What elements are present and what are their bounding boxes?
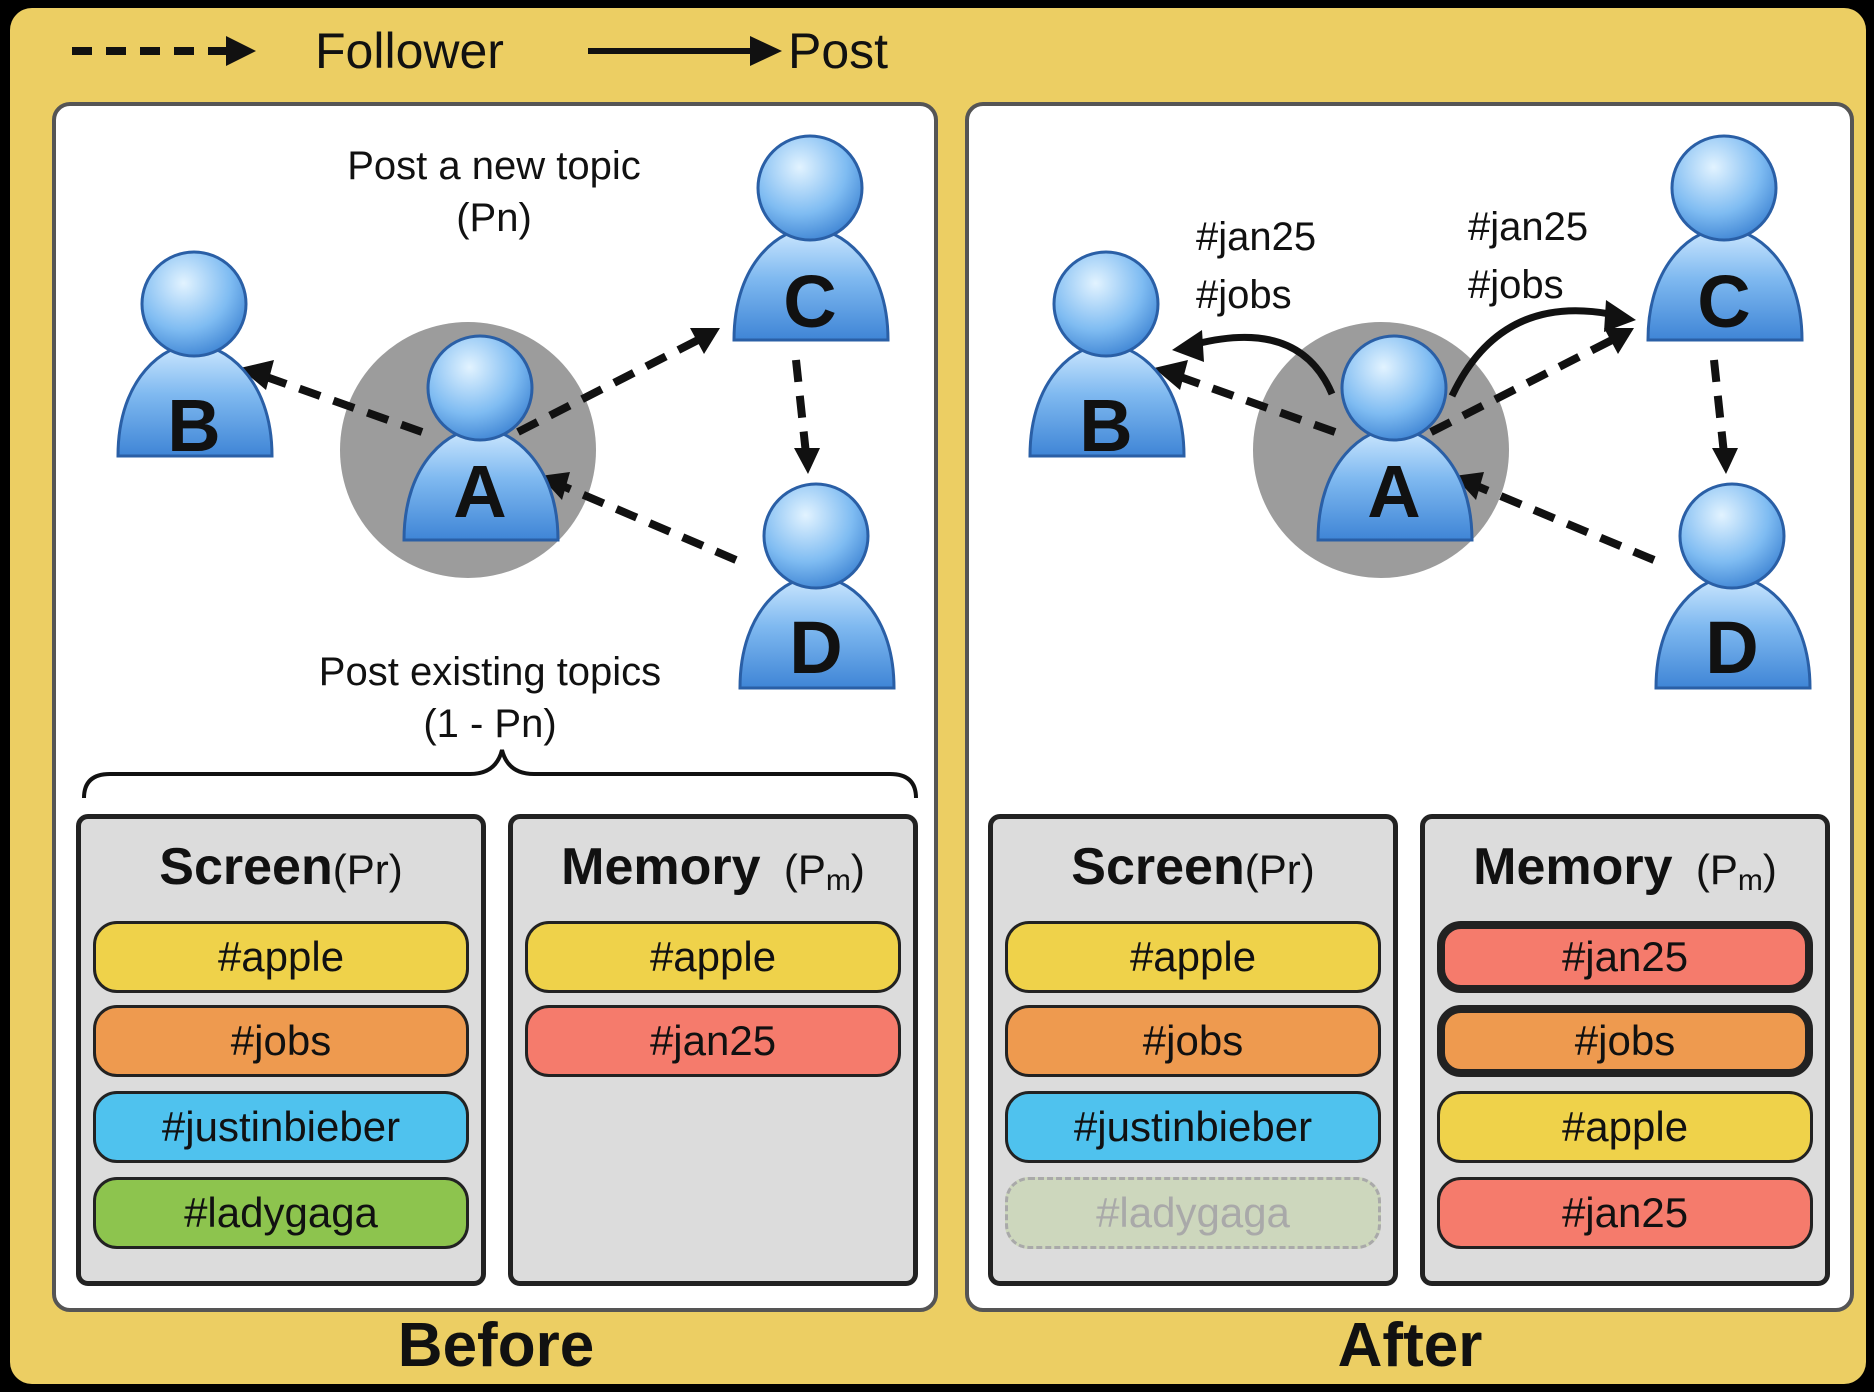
after-memory-box: Memory (Pm) #jan25 #jobs #apple #jan25 — [1420, 814, 1830, 1286]
before-arrowhead-b — [240, 360, 274, 390]
legend-arrows — [72, 36, 782, 66]
before-memory-title: Memory (Pm) — [561, 838, 865, 897]
after-follower-arrow-d-a — [1470, 480, 1656, 564]
after-caption: After — [1337, 1311, 1483, 1380]
post-to-b-tag1: #jan25 — [1196, 215, 1317, 259]
post-to-b-tag2: #jobs — [1196, 273, 1292, 317]
before-arrowhead-c — [690, 328, 720, 354]
post-legend-label: Post — [788, 23, 889, 79]
before-person-c-icon — [732, 134, 890, 342]
after-person-b-icon — [1028, 250, 1186, 458]
follower-legend-label: Follower — [315, 23, 504, 79]
after-person-a-icon — [1316, 334, 1474, 542]
after-follower-arrow-a-b — [1170, 370, 1337, 436]
before-arrowhead-d — [794, 448, 820, 474]
after-screen-tag-ladygaga-evicted: #ladygaga — [1005, 1177, 1381, 1249]
after-person-c-icon — [1646, 134, 1804, 342]
new-topic-line1: Post a new topic — [347, 144, 641, 188]
after-arrowhead-c — [1604, 328, 1634, 354]
before-node-a-label: A — [453, 450, 507, 533]
after-person-d-icon — [1654, 482, 1812, 690]
existing-topics-line2: (1 - Pn) — [423, 702, 557, 746]
after-post-arrowhead-c — [1604, 300, 1636, 332]
network-graphs — [82, 134, 1812, 799]
before-person-b-icon — [116, 250, 274, 458]
follower-legend-arrowhead — [226, 36, 256, 66]
before-follower-arrow-d-a — [556, 480, 738, 564]
before-memory-tag-jan25: #jan25 — [525, 1005, 901, 1077]
after-screen-tag-apple: #apple — [1005, 921, 1381, 993]
diagram-frame: Follower Post — [10, 8, 1866, 1384]
post-to-c-tags: #jan25 #jobs — [1468, 198, 1588, 314]
post-to-c-tag1: #jan25 — [1468, 205, 1589, 249]
after-arrowhead-b — [1154, 360, 1188, 390]
before-memory-tag-apple: #apple — [525, 921, 901, 993]
after-post-arrowhead-b — [1172, 330, 1204, 362]
after-node-d-label: D — [1705, 606, 1759, 689]
before-screen-tag-ladygaga: #ladygaga — [93, 1177, 469, 1249]
after-screen-tag-jobs: #jobs — [1005, 1005, 1381, 1077]
before-person-d-icon — [738, 482, 896, 690]
existing-topics-annotation: Post existing topics (1 - Pn) — [280, 646, 700, 750]
before-screen-tag-apple: #apple — [93, 921, 469, 993]
existing-topics-line1: Post existing topics — [318, 650, 662, 694]
before-caption: Before — [397, 1311, 595, 1380]
after-screen-tag-justinbieber: #justinbieber — [1005, 1091, 1381, 1163]
after-memory-tag-jobs-new: #jobs — [1437, 1005, 1813, 1077]
after-memory-title: Memory (Pm) — [1473, 838, 1777, 897]
after-screen-title: Screen(Pr) — [1071, 838, 1315, 896]
before-screen-box: Screen(Pr) #apple #jobs #justinbieber #l… — [76, 814, 486, 1286]
post-to-c-tag2: #jobs — [1468, 263, 1564, 307]
after-arrowhead-d — [1712, 448, 1738, 474]
before-screen-title: Screen(Pr) — [159, 838, 403, 896]
post-to-b-tags: #jan25 #jobs — [1196, 208, 1316, 324]
after-post-arrow-a-b — [1195, 333, 1336, 396]
after-node-c-label: C — [1697, 260, 1751, 343]
existing-topics-brace — [82, 749, 918, 799]
after-memory-tag-apple: #apple — [1437, 1091, 1813, 1163]
before-screen-tag-justinbieber: #justinbieber — [93, 1091, 469, 1163]
before-memory-box: Memory (Pm) #apple #jan25 — [508, 814, 918, 1286]
after-node-a-label: A — [1367, 450, 1421, 533]
before-person-a-icon — [402, 334, 560, 542]
before-node-c-label: C — [783, 260, 837, 343]
after-memory-tag-jan25-new: #jan25 — [1437, 921, 1813, 993]
after-follower-arrow-c-d — [1710, 359, 1728, 455]
after-post-arrow-a-c — [1448, 307, 1611, 398]
before-node-b-label: B — [167, 384, 221, 467]
post-legend-arrowhead — [750, 36, 782, 66]
before-follower-arrow-a-b — [256, 370, 424, 436]
before-node-d-label: D — [789, 606, 843, 689]
after-screen-box: Screen(Pr) #apple #jobs #justinbieber #l… — [988, 814, 1398, 1286]
after-node-b-label: B — [1079, 384, 1133, 467]
new-topic-annotation: Post a new topic (Pn) — [294, 140, 694, 244]
before-screen-tag-jobs: #jobs — [93, 1005, 469, 1077]
after-memory-tag-jan25: #jan25 — [1437, 1177, 1813, 1249]
new-topic-line2: (Pn) — [456, 196, 532, 240]
before-follower-arrow-c-d — [792, 359, 810, 455]
